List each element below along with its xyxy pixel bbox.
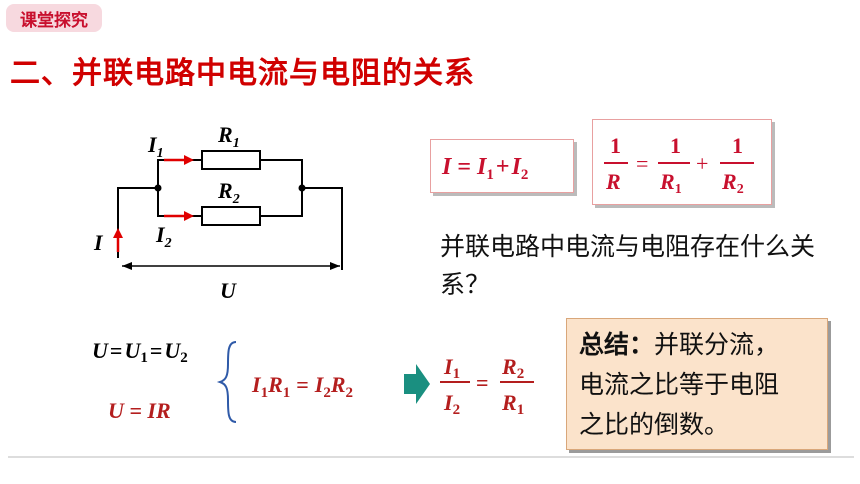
svg-text:1: 1 [732,133,743,158]
svg-text:+: + [696,151,708,176]
svg-text:R2: R2 [721,169,744,197]
svg-text:R: R [605,169,621,194]
label-i: I [93,230,104,255]
voltage-span [122,262,340,270]
current-sum-box [430,139,574,193]
label-u: U [220,278,237,303]
svg-text:1: 1 [610,133,621,158]
question-text: 并联电路中电流与电阻存在什么关系？ [440,232,816,299]
svg-text:I=I1+I2: I=I1+I2 [441,154,528,183]
reciprocal-formula: 1 R = 1 R1 + 1 R2 [604,133,754,197]
current-sum-formula: I=I1+I2 [441,154,528,183]
resistor-r1 [201,150,261,170]
svg-text:I1: I1 [443,354,460,382]
svg-text:R1: R1 [501,390,524,418]
summary-line-3: 之比的倒数。 [579,410,730,439]
resistor-r2 [201,206,261,226]
summary-line-2: 电流之比等于电阻 [579,370,780,399]
section-tag: 课堂探究 [6,4,102,32]
product-equation: I1R1=I2R2 [251,372,353,401]
svg-text:I1R1=I2R2: I1R1=I2R2 [251,372,353,401]
svg-text:I2: I2 [443,390,460,418]
svg-text:1: 1 [670,133,681,158]
svg-text:R1: R1 [659,169,682,197]
svg-text:=: = [636,151,648,176]
current-arrows [113,155,194,252]
label-i2: I2 [155,222,172,251]
junction-right [298,184,306,192]
svg-text:=: = [476,370,489,395]
page-title: 二、并联电路中电流与电阻的关系 [10,56,475,91]
junction-left [154,184,162,192]
label-i1: I1 [147,132,164,161]
circuit-wires [117,159,343,270]
implies-arrow-icon [404,364,430,404]
brace [216,341,237,423]
summary-box: 总结：并联分流， 电流之比等于电阻 之比的倒数。 [566,318,828,450]
label-r1: R1 [217,122,240,151]
label-r2: R2 [217,178,240,207]
footer-divider [8,456,854,458]
ohm-law: U = IR [108,398,171,423]
voltage-equality: U=U1=U2 [92,338,188,366]
ratio-equation: I1 I2 = R2 R1 [440,354,534,418]
svg-text:U=U1=U2: U=U1=U2 [92,338,188,366]
summary-label: 总结： [579,330,655,359]
svg-text:R2: R2 [501,354,524,382]
summary-line-1: 并联分流， [654,330,780,359]
